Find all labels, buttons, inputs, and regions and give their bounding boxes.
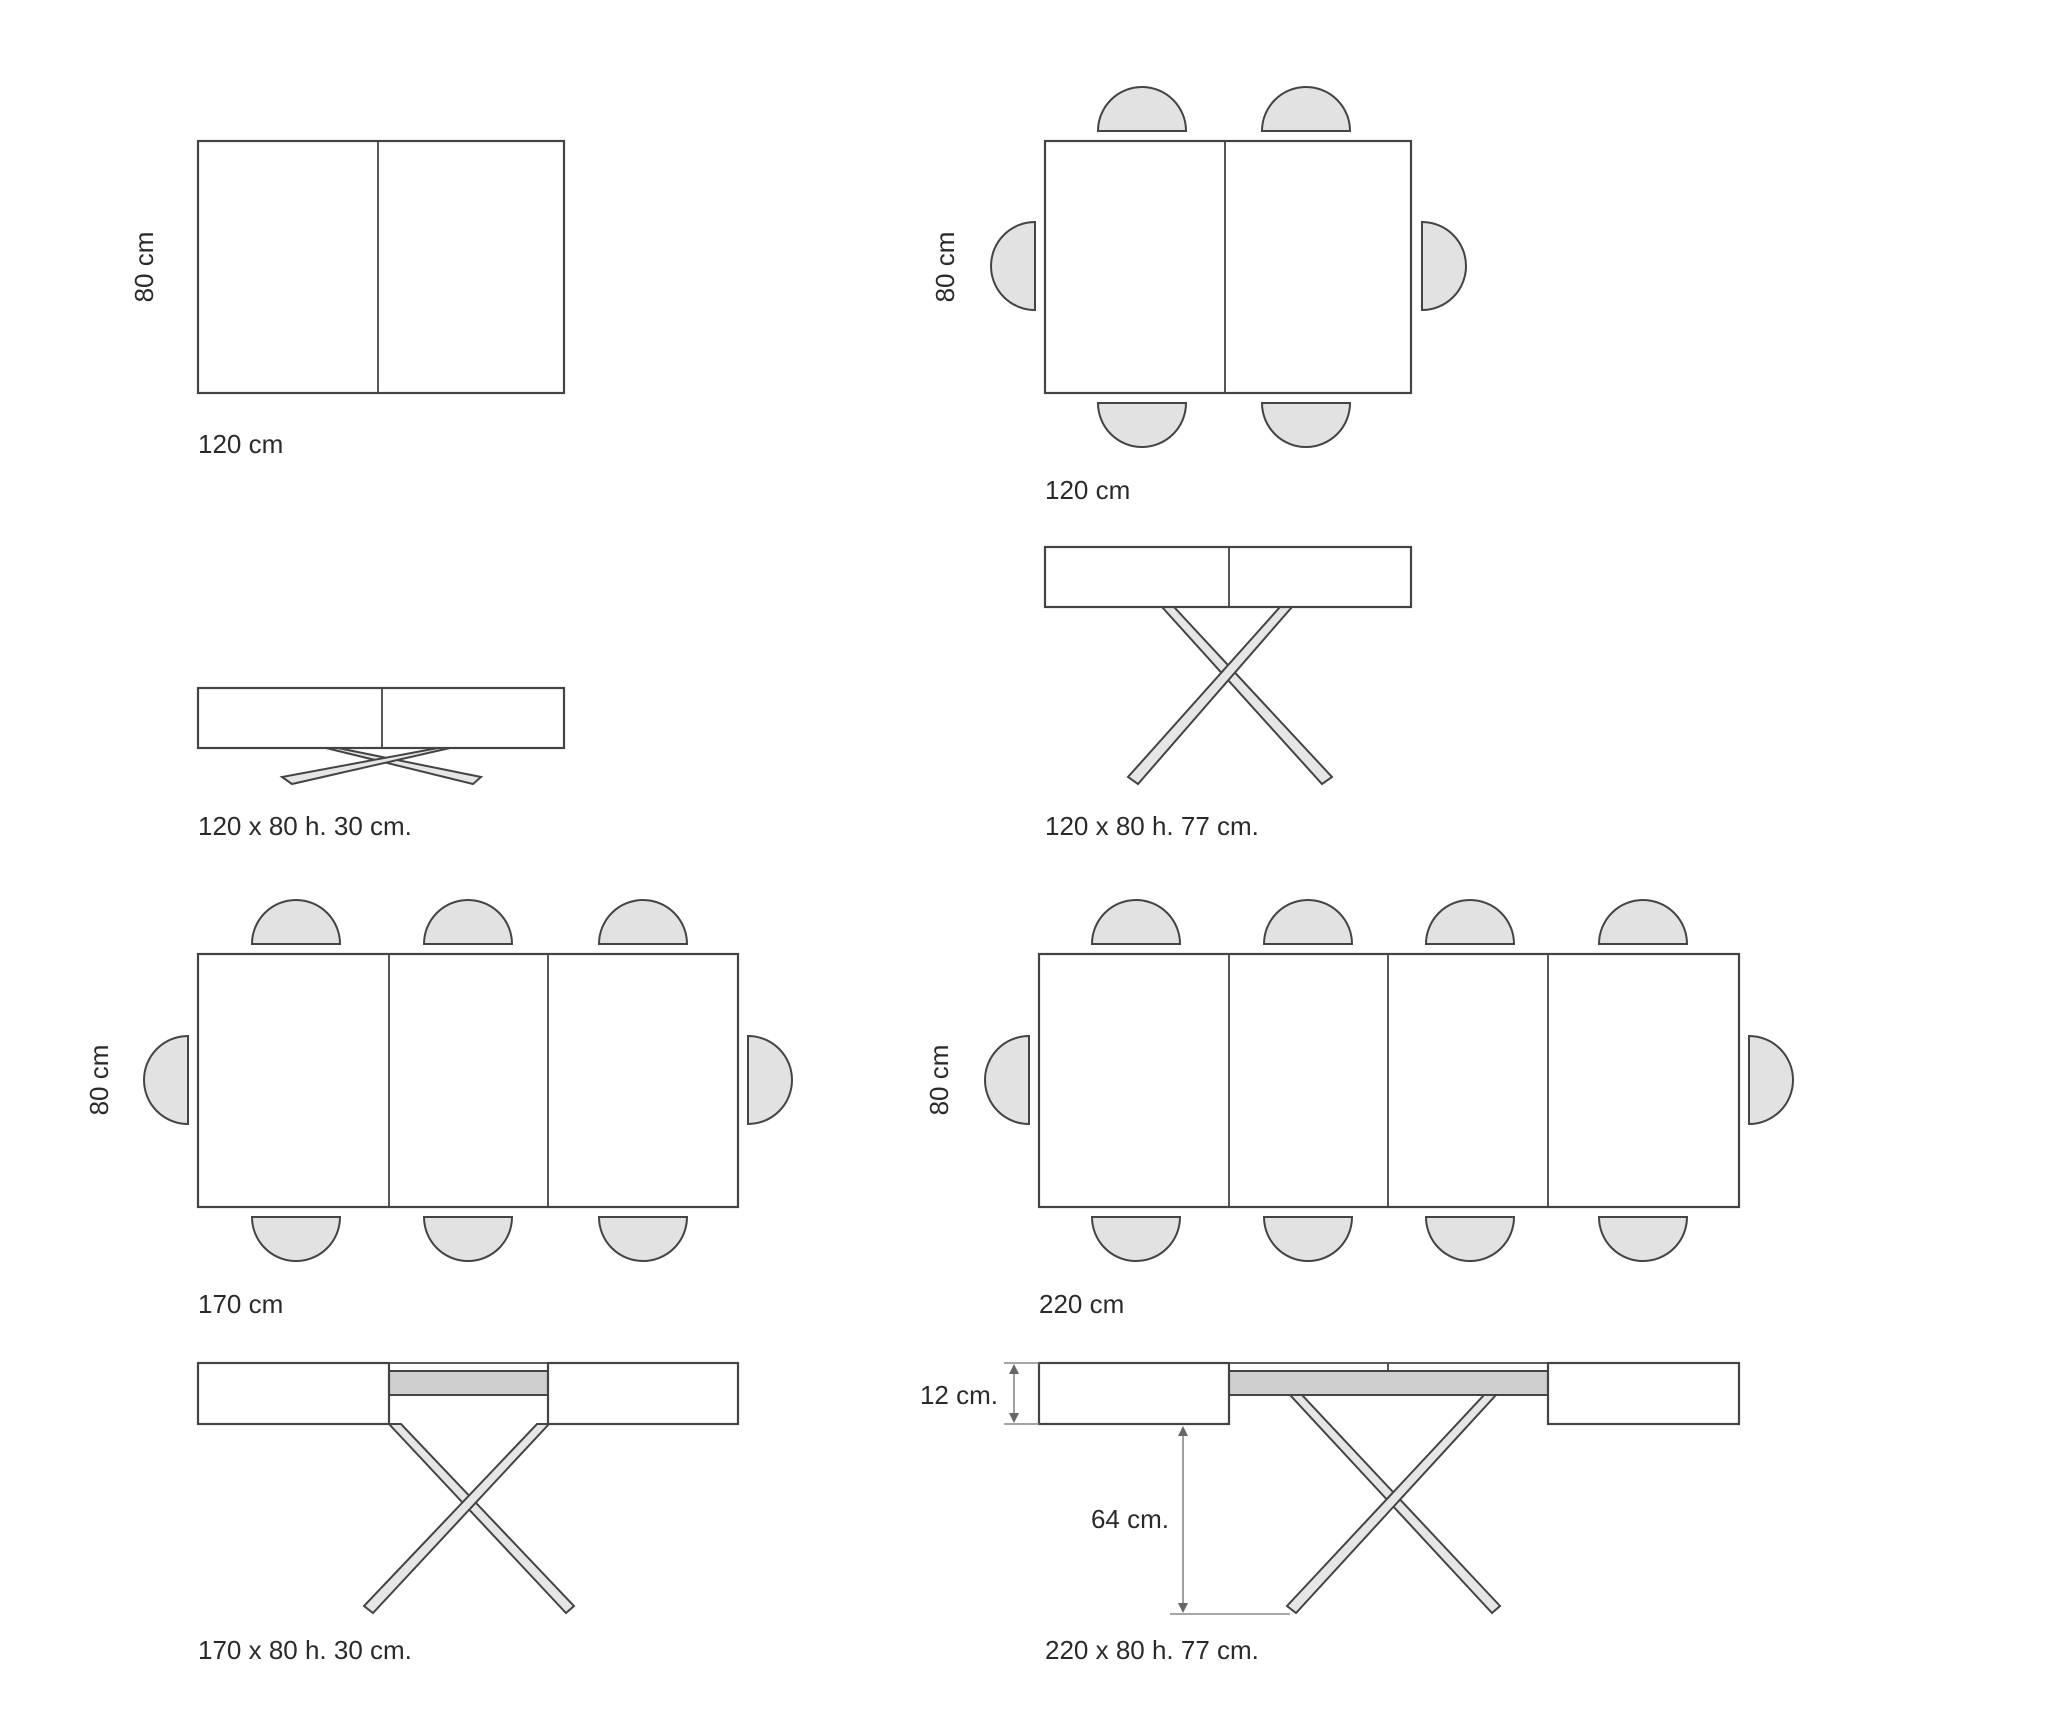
arrow-up-icon bbox=[1009, 1364, 1019, 1374]
chair-icon bbox=[1262, 1216, 1354, 1262]
extension-leaf bbox=[388, 1370, 549, 1396]
leg bbox=[386, 1423, 576, 1615]
chair-icon bbox=[1090, 899, 1182, 945]
arrow-down-icon bbox=[1009, 1413, 1019, 1423]
depth-label: 80 cm bbox=[129, 232, 159, 303]
chair-icon bbox=[1090, 1216, 1182, 1262]
table-top-side bbox=[1546, 1361, 1741, 1426]
chair-icon bbox=[250, 1216, 342, 1262]
chair-icon bbox=[1260, 86, 1352, 132]
leg bbox=[362, 1423, 552, 1615]
chair-icon bbox=[1424, 1216, 1516, 1262]
chair-icon bbox=[143, 1034, 189, 1126]
low-position-side-view: 120 x 80 h. 30 cm. bbox=[196, 686, 566, 841]
extended-220-side-view: 12 cm. 64 cm. 220 x 80 h. 77 cm. bbox=[920, 1361, 1741, 1665]
table-top-side bbox=[1037, 1361, 1231, 1426]
width-label: 120 cm bbox=[1045, 475, 1130, 505]
extension-leaf bbox=[1228, 1370, 1549, 1396]
chair-icon bbox=[1748, 1034, 1794, 1126]
width-label: 170 cm bbox=[198, 1289, 283, 1319]
arrow-down-icon bbox=[1178, 1603, 1188, 1613]
chair-icon bbox=[1262, 899, 1354, 945]
chair-icon bbox=[1421, 220, 1467, 312]
table-top-outline bbox=[1043, 139, 1413, 395]
compact-table-top-view: 80 cm 120 cm bbox=[129, 139, 566, 459]
chair-icon bbox=[1597, 899, 1689, 945]
chair-icon bbox=[990, 220, 1036, 312]
table-top-side bbox=[196, 1361, 391, 1426]
table-top-side bbox=[1043, 545, 1413, 609]
table-top-outline bbox=[196, 952, 740, 1209]
chair-icon bbox=[1424, 899, 1516, 945]
chair-icon bbox=[597, 1216, 689, 1262]
chair-icon bbox=[250, 899, 342, 945]
chair-icon bbox=[1260, 402, 1352, 448]
chair-icon bbox=[1096, 402, 1188, 448]
leg bbox=[1159, 606, 1334, 786]
extended-170-side-view: 170 x 80 h. 30 cm. bbox=[196, 1361, 740, 1665]
arrow-up-icon bbox=[1178, 1426, 1188, 1436]
chair-icon bbox=[597, 899, 689, 945]
top-thickness-label: 12 cm. bbox=[920, 1380, 998, 1410]
depth-label: 80 cm bbox=[924, 1045, 954, 1116]
compact-table-seating-top-view: 80 cm 120 cm bbox=[930, 86, 1467, 505]
caption: 120 x 80 h. 77 cm. bbox=[1045, 811, 1259, 841]
chair-icon bbox=[984, 1034, 1030, 1126]
leg-height-label: 64 cm. bbox=[1091, 1504, 1169, 1534]
chair-icon bbox=[747, 1034, 793, 1126]
depth-label: 80 cm bbox=[84, 1045, 114, 1116]
chair-icon bbox=[422, 1216, 514, 1262]
caption: 220 x 80 h. 77 cm. bbox=[1045, 1635, 1259, 1665]
high-position-side-view: 120 x 80 h. 77 cm. bbox=[1043, 545, 1413, 841]
chair-icon bbox=[1096, 86, 1188, 132]
table-top-side bbox=[546, 1361, 740, 1426]
extended-170-top-view: 80 cm 170 cm bbox=[84, 899, 793, 1319]
caption: 120 x 80 h. 30 cm. bbox=[198, 811, 412, 841]
table-top-outline bbox=[196, 139, 566, 395]
chair-icon bbox=[1597, 1216, 1689, 1262]
chair-icon bbox=[422, 899, 514, 945]
extended-220-top-view: 80 cm 220 cm bbox=[924, 899, 1794, 1319]
width-label: 120 cm bbox=[198, 429, 283, 459]
width-label: 220 cm bbox=[1039, 1289, 1124, 1319]
leg bbox=[1126, 606, 1295, 786]
depth-label: 80 cm bbox=[930, 232, 960, 303]
table-top-side bbox=[196, 686, 566, 750]
top-thickness-dimension: 12 cm. bbox=[920, 1362, 1039, 1425]
table-top-outline bbox=[1037, 952, 1741, 1209]
leg-height-dimension: 64 cm. bbox=[1091, 1426, 1290, 1615]
caption: 170 x 80 h. 30 cm. bbox=[198, 1635, 412, 1665]
